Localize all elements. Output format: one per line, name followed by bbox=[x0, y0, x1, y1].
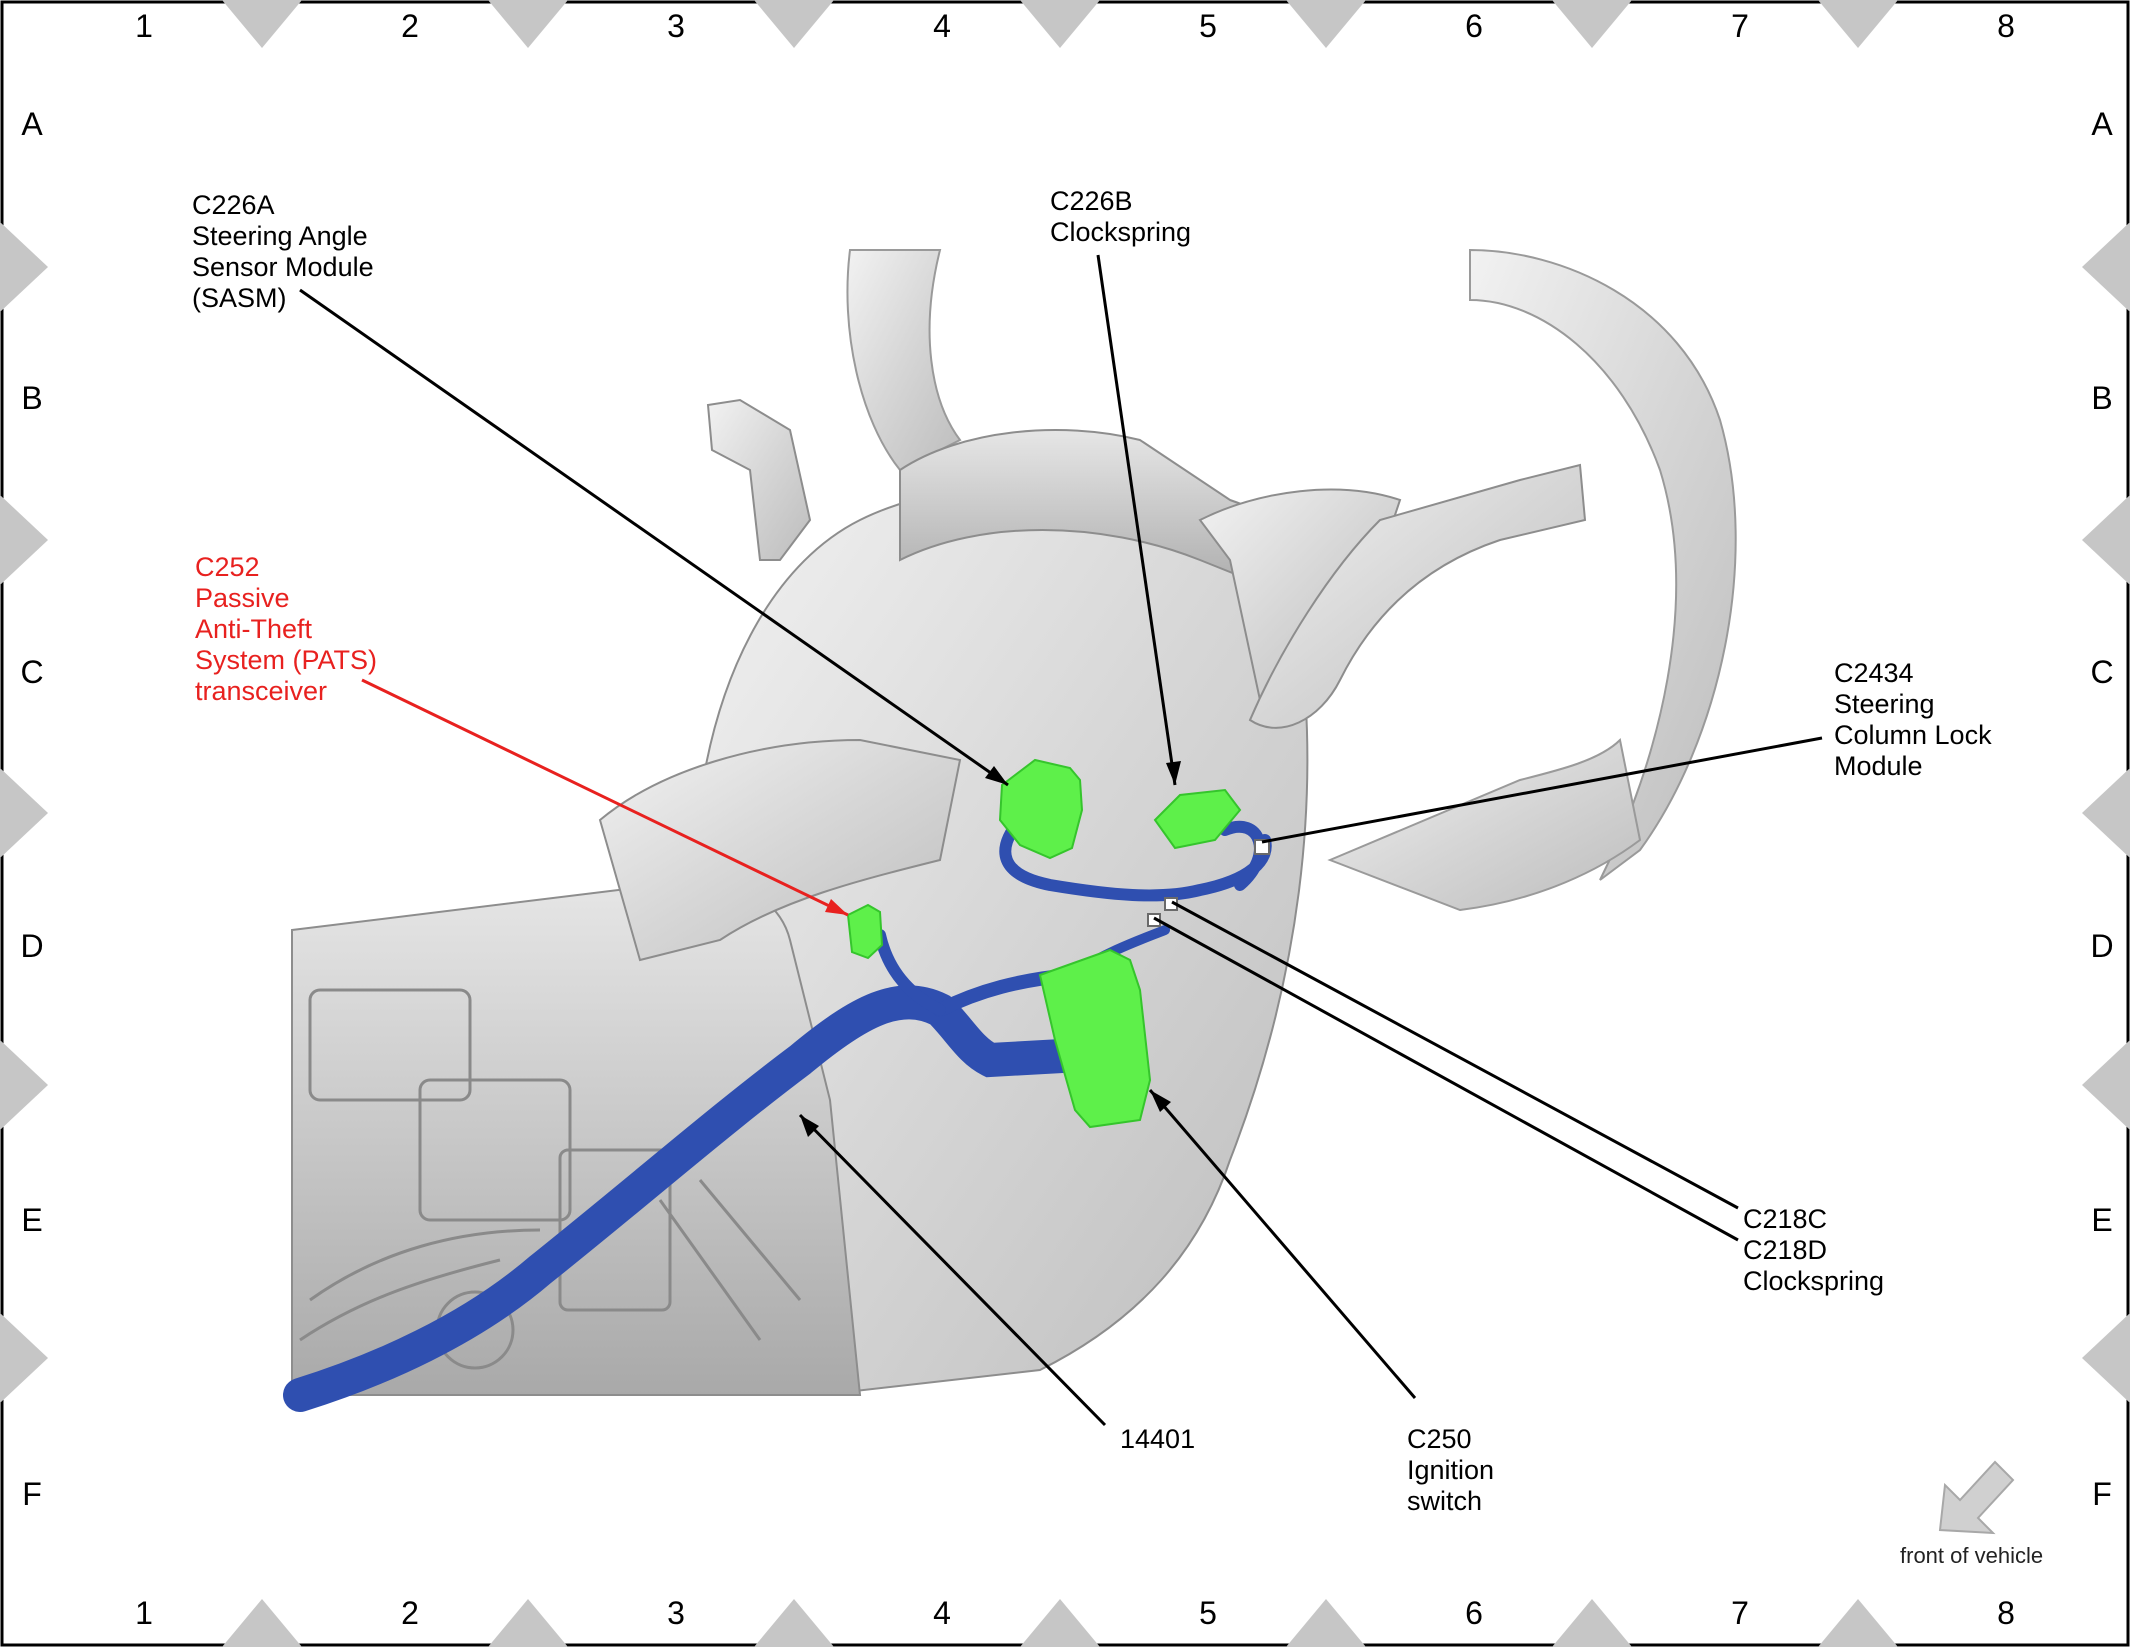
grid-col-6-bottom: 6 bbox=[1465, 1595, 1483, 1631]
grid-row-d-right: D bbox=[2090, 928, 2114, 964]
harness-branch-pats bbox=[874, 929, 946, 1016]
connector-c2434 bbox=[1254, 839, 1270, 855]
connector-c250 bbox=[1038, 948, 1152, 1129]
grid-col-2-top: 2 bbox=[401, 8, 419, 44]
grid-row-b-left: B bbox=[21, 380, 43, 416]
grid-col-8-bottom: 8 bbox=[1997, 1595, 2015, 1631]
leader-lines bbox=[299, 254, 1823, 1427]
callout-c226a-line: C226A bbox=[192, 190, 275, 220]
callout-c252-line: System (PATS) bbox=[195, 645, 378, 675]
callout-c226a-line: Sensor Module bbox=[192, 252, 374, 282]
grid-col-5-bottom: 5 bbox=[1199, 1595, 1217, 1631]
callout-c226b: C226B Clockspring bbox=[1050, 186, 1191, 248]
grid-row-f-left: F bbox=[22, 1476, 42, 1512]
grid-row-c-left: C bbox=[20, 654, 44, 690]
grid-row-e-left: E bbox=[21, 1202, 43, 1238]
grid-col-2-bottom: 2 bbox=[401, 1595, 419, 1631]
grid-col-8-top: 8 bbox=[1997, 8, 2015, 44]
front-of-vehicle-label: front of vehicle bbox=[1900, 1543, 2044, 1568]
right-stalk bbox=[1248, 463, 1587, 729]
callout-c252: C252 Passive Anti-Theft System (PATS) tr… bbox=[195, 552, 377, 707]
grid-col-6-top: 6 bbox=[1465, 8, 1483, 44]
connector-c226a bbox=[998, 758, 1084, 860]
callout-c226a-line: Steering Angle bbox=[192, 221, 368, 251]
grid-row-f-right: F bbox=[2092, 1476, 2112, 1512]
leader-c2434 bbox=[1261, 736, 1823, 844]
grid-row-d-left: D bbox=[20, 928, 44, 964]
leader-arrowheads bbox=[800, 761, 1181, 1137]
callout-c218-line: C218D bbox=[1743, 1235, 1828, 1265]
callout-c226b-line: Clockspring bbox=[1050, 217, 1192, 247]
grid-col-1-bottom: 1 bbox=[135, 1595, 153, 1631]
grid-col-7-bottom: 7 bbox=[1731, 1595, 1749, 1631]
column-housing bbox=[598, 738, 962, 962]
callout-c2434: C2434 Steering Column Lock Module bbox=[1834, 658, 1992, 782]
callout-c2434-line: Module bbox=[1834, 751, 1923, 781]
leader-c226a bbox=[299, 288, 1009, 787]
connector-c252 bbox=[846, 903, 884, 960]
callout-c218-line: C218C bbox=[1743, 1204, 1828, 1234]
grid-col-3-bottom: 3 bbox=[667, 1595, 685, 1631]
callout-14401-line: 14401 bbox=[1120, 1424, 1196, 1454]
bracket-details bbox=[299, 988, 802, 1370]
grid-col-4-bottom: 4 bbox=[933, 1595, 951, 1631]
leader-c226b bbox=[1096, 254, 1177, 786]
grid-row-b-right: B bbox=[2091, 380, 2113, 416]
callout-c252-line: C252 bbox=[195, 552, 260, 582]
column-bracket bbox=[291, 878, 862, 1396]
callout-c218: C218C C218D Clockspring bbox=[1743, 1204, 1884, 1297]
callout-c252-line: transceiver bbox=[195, 676, 328, 706]
callout-c250-line: Ignition bbox=[1407, 1455, 1495, 1485]
grid-col-4-top: 4 bbox=[933, 8, 951, 44]
steering-wheel-spoke bbox=[1327, 737, 1642, 912]
leader-c252 bbox=[361, 678, 849, 917]
grid-row-c-right: C bbox=[2090, 654, 2114, 690]
leader-c218d bbox=[1153, 916, 1739, 1242]
grid-row-a-right: A bbox=[2091, 106, 2113, 142]
callout-c218-line: Clockspring bbox=[1743, 1266, 1885, 1296]
callout-c250-line: switch bbox=[1407, 1486, 1483, 1516]
callout-c250: C250 Ignition switch bbox=[1407, 1424, 1494, 1517]
leader-c218c bbox=[1171, 900, 1739, 1210]
callout-c2434-line: Column Lock bbox=[1834, 720, 1992, 750]
callout-14401: 14401 bbox=[1120, 1424, 1195, 1455]
callout-c226b-line: C226B bbox=[1050, 186, 1133, 216]
callout-c252-line: Passive bbox=[195, 583, 290, 613]
front-of-vehicle-arrow-icon bbox=[1938, 1460, 2015, 1535]
grid-col-5-top: 5 bbox=[1199, 8, 1217, 44]
callout-c250-line: C250 bbox=[1407, 1424, 1472, 1454]
left-stalk bbox=[706, 398, 812, 561]
leader-c250 bbox=[1148, 1089, 1417, 1399]
steering-wheel-rim bbox=[1469, 248, 1737, 881]
grid-row-e-right: E bbox=[2091, 1202, 2113, 1238]
grid-col-7-top: 7 bbox=[1731, 8, 1749, 44]
leader-14401 bbox=[798, 1113, 1107, 1427]
callout-c252-line: Anti-Theft bbox=[195, 614, 313, 644]
steering-wheel-upper-spoke bbox=[846, 249, 962, 472]
callout-c226a-line: (SASM) bbox=[192, 283, 287, 313]
grid-col-1-top: 1 bbox=[135, 8, 153, 44]
grid-row-a-left: A bbox=[21, 106, 43, 142]
connector-c226b bbox=[1153, 788, 1242, 850]
callout-c2434-line: C2434 bbox=[1834, 658, 1914, 688]
callout-c2434-line: Steering bbox=[1834, 689, 1935, 719]
callout-c226a: C226A Steering Angle Sensor Module (SASM… bbox=[192, 190, 374, 314]
grid-col-3-top: 3 bbox=[667, 8, 685, 44]
